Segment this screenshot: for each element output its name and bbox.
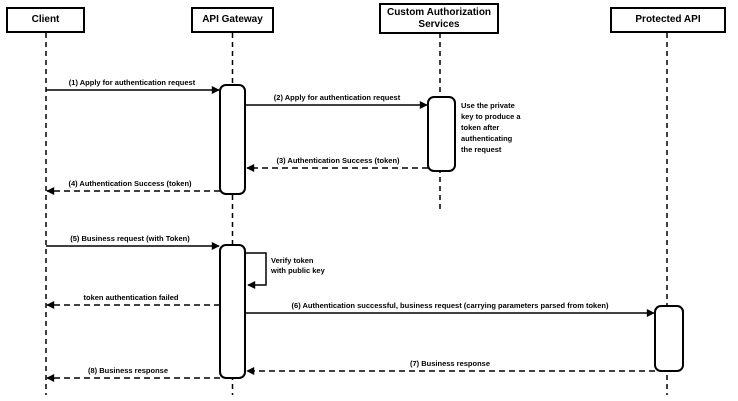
message-token-auth-failed-label: token authentication failed [83, 293, 179, 302]
arrow-self-verify-token [245, 252, 267, 289]
message-2-label: (2) Apply for authentication request [273, 93, 401, 102]
participant-protected-api-label: Protected API [635, 14, 701, 25]
participant-custom-authorization-services-label: Custom Authorization Services [386, 6, 492, 30]
message-8-label: (8) Business response [87, 366, 169, 375]
message-6-label: (6) Authentication successful, business … [291, 301, 609, 310]
participant-client: Client [6, 7, 85, 33]
participant-client-label: Client [31, 14, 60, 25]
participant-api-gateway-label: API Gateway [202, 14, 263, 25]
participant-protected-api: Protected API [610, 7, 726, 33]
activation-protected-api [654, 305, 684, 372]
message-5-label: (5) Business request (with Token) [70, 234, 190, 243]
activation-custom-authorization [427, 96, 456, 172]
message-1-label: (1) Apply for authentication request [68, 78, 196, 87]
activation-api-gateway-business [219, 244, 246, 379]
message-self-verify-token-label: Verify token with public key [271, 256, 325, 275]
note-private-key-token: Use the private key to produce a token a… [461, 101, 521, 154]
participant-custom-authorization-services: Custom Authorization Services [379, 3, 499, 34]
message-7-label: (7) Business response [409, 359, 491, 368]
message-3-label: (3) Authentication Success (token) [276, 156, 400, 165]
participant-api-gateway: API Gateway [191, 7, 274, 33]
message-4-label: (4) Authentication Success (token) [68, 179, 192, 188]
activation-api-gateway-auth [219, 84, 246, 195]
